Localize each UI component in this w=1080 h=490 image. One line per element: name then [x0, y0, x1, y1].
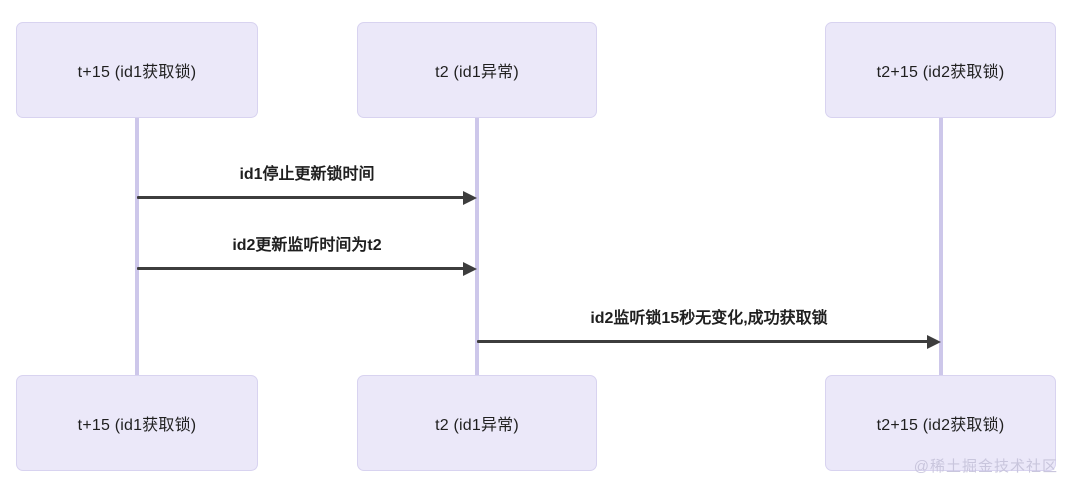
participant-label: t2 (id1异常): [435, 64, 519, 81]
arrow-line-icon: [137, 196, 464, 199]
lifeline-participant-1: [135, 112, 139, 380]
participant-box-top-3: t2+15 (id2获取锁): [825, 22, 1056, 118]
participant-box-bottom-1: t+15 (id1获取锁): [16, 375, 258, 471]
arrow-line-icon: [477, 340, 928, 343]
message-label: id2监听锁15秒无变化,成功获取锁: [590, 310, 828, 327]
arrow-head-icon: [463, 262, 477, 276]
participant-box-top-2: t2 (id1异常): [357, 22, 597, 118]
arrow-head-icon: [927, 335, 941, 349]
lifeline-participant-2: [475, 112, 479, 380]
message-label: id2更新监听时间为t2: [232, 237, 382, 254]
participant-box-bottom-3: t2+15 (id2获取锁): [825, 375, 1056, 471]
arrow-line-icon: [137, 267, 464, 270]
arrow-head-icon: [463, 191, 477, 205]
participant-label: t2+15 (id2获取锁): [876, 417, 1005, 434]
participant-label: t+15 (id1获取锁): [77, 417, 197, 434]
lifeline-participant-3: [939, 112, 943, 380]
watermark: @稀土掘金技术社区: [913, 458, 1058, 475]
participant-label: t2+15 (id2获取锁): [876, 64, 1005, 81]
participant-box-top-1: t+15 (id1获取锁): [16, 22, 258, 118]
participant-box-bottom-2: t2 (id1异常): [357, 375, 597, 471]
participant-label: t+15 (id1获取锁): [77, 64, 197, 81]
message-label: id1停止更新锁时间: [239, 166, 375, 183]
participant-label: t2 (id1异常): [435, 417, 519, 434]
